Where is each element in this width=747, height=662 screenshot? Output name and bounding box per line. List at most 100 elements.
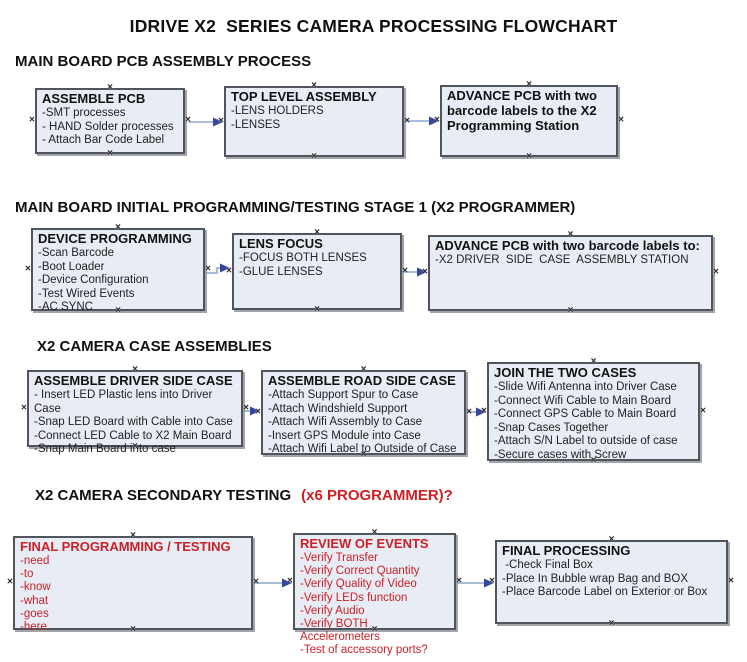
flow-step-item: -Scan Barcode [38, 246, 115, 259]
connector-handle-icon: × [25, 263, 31, 274]
connector-handle-icon: × [185, 114, 191, 126]
flow-step-item: -Verify LEDs function [300, 591, 408, 604]
flow-step-item: -Check Final Box [502, 558, 593, 571]
flow-box-title: ADVANCE PCB with two barcode labels to t… [447, 88, 601, 133]
flow-step-item: -Verify Correct Quantity [300, 565, 420, 578]
connector-handle-icon: × [218, 115, 224, 126]
flow-step-item: -Verify Audio [300, 604, 365, 617]
flow-box-title: FINAL PROCESSING [502, 543, 631, 558]
connector-handle-icon: × [253, 576, 259, 588]
section-header-case-assemblies: X2 CAMERA CASE ASSEMBLIES [37, 338, 272, 355]
flow-box-items: - Insert LED Plastic lens into Driver Ca… [34, 389, 236, 457]
connector-handle-icon: × [29, 114, 35, 126]
flow-step-item: -Attach Windshield Support [268, 402, 408, 415]
flow-step-item: -what [20, 594, 49, 607]
flow-box-title: REVIEW OF EVENTS [300, 536, 429, 551]
flow-step-item: -here [20, 621, 47, 634]
section-header-initial-programming: MAIN BOARD INITIAL PROGRAMMING/TESTING S… [15, 199, 576, 216]
flow-box-assemble-road-side-case: ASSEMBLE ROAD SIDE CASE -Attach Support … [255, 365, 472, 460]
flow-box-items: -need-to-know-what-goes-here [20, 555, 246, 634]
connector-handle-icon: × [287, 575, 293, 586]
flow-step-item: - HAND Solder processes [42, 120, 174, 133]
flow-box-title: LENS FOCUS [239, 236, 323, 251]
flow-box-top-level-assembly: TOP LEVEL ASSEMBLY -LENS HOLDERS-LENSES … [218, 81, 410, 162]
flow-step-item: -LENS HOLDERS [231, 104, 324, 117]
flow-step-item: -Snap Main Board into case [34, 443, 176, 456]
connector-handle-icon: × [700, 405, 706, 416]
flow-box-items: -Verify Transfer-Verify Correct Quantity… [300, 552, 449, 658]
connector-arrow [206, 263, 230, 274]
connector-handle-icon: × [311, 151, 317, 162]
flow-box-advance-pcb-to-programming-station: ADVANCE PCB with two barcode labels to t… [434, 80, 624, 162]
section-header-red-part: (x6 PROGRAMMER)? [301, 487, 453, 504]
flow-step-item: -Place In Bubble wrap Bag and BOX [502, 572, 689, 585]
flow-step-item: -FOCUS BOTH LENSES [239, 251, 367, 264]
section-header-secondary-testing: X2 CAMERA SECONDARY TESTING (x6 PROGRAMME… [35, 487, 453, 504]
flow-box-title: DEVICE PROGRAMMING [38, 231, 192, 246]
page-title: IDRIVE X2 SERIES CAMERA PROCESSING FLOWC… [129, 16, 618, 36]
flow-box-join-the-two-cases: JOIN THE TWO CASES -Slide Wifi Antenna i… [481, 357, 706, 466]
flow-step-item: -Verify Transfer [300, 551, 378, 564]
flow-box-items: -X2 DRIVER SIDE CASE ASSEMBLY STATION [435, 254, 706, 268]
flow-step-item: - Attach Bar Code Label [42, 134, 165, 147]
flow-step-item: -SMT processes [42, 106, 126, 119]
flow-step-item: -Secure cases with Screw [494, 448, 627, 461]
flow-box-assemble-pcb: ASSEMBLE PCB -SMT processes- HAND Solder… [29, 83, 191, 159]
connector-handle-icon: × [243, 402, 249, 413]
flow-step-item: -Attach Wifi Label to Outside of Case [268, 443, 457, 456]
connector-handle-icon: × [226, 265, 232, 276]
connector-handle-icon: × [7, 576, 13, 588]
connector-handle-icon: × [404, 115, 410, 126]
flow-box-title: FINAL PROGRAMMING / TESTING [20, 539, 231, 554]
flow-box-title: ASSEMBLE ROAD SIDE CASE [268, 373, 456, 388]
flow-step-item: -know [20, 581, 51, 594]
flow-box-items: -SMT processes- HAND Solder processes- A… [42, 107, 178, 148]
flow-box-title: TOP LEVEL ASSEMBLY [231, 89, 377, 104]
flow-step-item: -Test Wired Events [38, 287, 135, 300]
flow-step-item: -Device Configuration [38, 274, 149, 287]
flow-box-title: ASSEMBLE DRIVER SIDE CASE [34, 373, 233, 388]
flow-box-assemble-driver-side-case: ASSEMBLE DRIVER SIDE CASE - Insert LED P… [21, 365, 249, 456]
flow-step-item: -Place Barcode Label on Exterior or Box [502, 586, 708, 599]
connector-handle-icon: × [481, 405, 487, 416]
flow-box-review-of-events: REVIEW OF EVENTS -Verify Transfer-Verify… [287, 528, 462, 657]
flow-step-item: -need [20, 554, 50, 567]
flow-step-item: -Attach S/N Label to outside of case [494, 435, 678, 448]
flow-box-items: -Slide Wifi Antenna into Driver Case-Con… [494, 381, 693, 462]
connector-handle-icon: × [489, 575, 495, 587]
flow-step-item: -Connect Wifi Cable to Main Board [494, 394, 672, 407]
flow-step-item: -Boot Loader [38, 260, 105, 273]
section-header-pcb-assembly: MAIN BOARD PCB ASSEMBLY PROCESS [15, 53, 312, 70]
flow-box-items: -LENS HOLDERS-LENSES [231, 105, 397, 132]
flow-box-items: -Scan Barcode-Boot Loader-Device Configu… [38, 247, 198, 315]
flow-step-item: -goes [20, 607, 49, 620]
connector-handle-icon: × [314, 304, 320, 315]
connector-handle-icon: × [434, 114, 440, 126]
flow-box-items: -FOCUS BOTH LENSES-GLUE LENSES [239, 252, 395, 279]
connector-handle-icon: × [713, 266, 719, 278]
flow-step-item: -Connect GPS Cable to Main Board [494, 408, 677, 421]
connector-handle-icon: × [456, 575, 462, 586]
flow-step-item: -AC SYNC [38, 301, 93, 314]
flow-step-item: -Slide Wifi Antenna into Driver Case [494, 380, 677, 393]
connector-handle-icon: × [466, 406, 472, 417]
flow-step-item: -Attach Wifi Assembly to Case [268, 416, 423, 429]
flow-step-item: -Snap Cases Together [494, 421, 609, 434]
connector-handle-icon: × [402, 265, 408, 276]
flow-step-item: -LENSES [231, 118, 281, 131]
flow-box-advance-pcb-to-driver-side-station: ADVANCE PCB with two barcode labels to: … [422, 230, 719, 316]
connector-handle-icon: × [21, 402, 27, 413]
flow-box-items: -Attach Support Spur to Case-Attach Wind… [268, 389, 459, 457]
flow-box-final-processing: FINAL PROCESSING -Check Final Box-Place … [489, 535, 734, 629]
connector-handle-icon: × [107, 148, 113, 159]
flow-step-item: -Insert GPS Module into Case [268, 429, 421, 442]
section-header-black-part: X2 CAMERA SECONDARY TESTING [35, 487, 292, 504]
flow-box-items: -Check Final Box-Place In Bubble wrap Ba… [502, 559, 721, 600]
flow-step-item: -Attach Support Spur to Case [268, 388, 419, 401]
connector-handle-icon: × [608, 618, 615, 629]
connector-handle-icon: × [618, 114, 624, 126]
connector-handle-icon: × [422, 266, 428, 278]
flow-step-item: -X2 DRIVER SIDE CASE ASSEMBLY STATION [435, 253, 689, 266]
flow-step-item: -Verify Quality of Video [300, 578, 417, 591]
